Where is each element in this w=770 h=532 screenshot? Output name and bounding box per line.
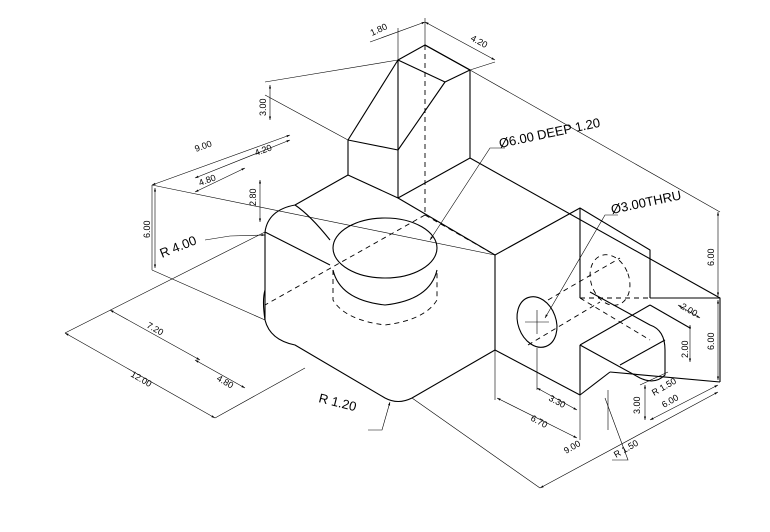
callout-thru-hole: Ø3.00THRU	[610, 187, 683, 217]
hidden-lines	[264, 45, 651, 341]
dim-3-30: 3.30	[547, 393, 567, 410]
dim-3-00-bottom: 3.00	[632, 396, 642, 414]
dim-4-80-bottom: 4.80	[215, 373, 235, 390]
dim-4-20-left: 4.20	[253, 142, 273, 157]
callout-radius-1-20: R 1.20	[317, 390, 358, 414]
dim-6-00-bottom: 6.00	[660, 392, 680, 409]
callout-large-hole: Ø6.00 DEEP 1.20	[498, 115, 602, 151]
dim-1-80: 1.80	[369, 21, 389, 37]
dimension-lines	[64, 18, 721, 489]
base-body	[262, 157, 721, 403]
dimension-labels: 1.80 4.20 3.00 9.00 4.20 4.80 2.80 6.00 …	[129, 21, 716, 459]
thru-hole	[516, 254, 631, 348]
dim-9-00-left: 9.00	[193, 138, 213, 153]
dim-9-00-bottom: 9.00	[562, 438, 582, 455]
dim-12-00: 12.00	[129, 369, 154, 389]
top-block	[347, 44, 471, 199]
callout-radius-4: R 4.00	[158, 233, 199, 261]
part-geometry	[262, 44, 721, 403]
dim-6-00-left: 6.00	[142, 220, 152, 238]
dim-2-80: 2.80	[248, 188, 258, 206]
callout-labels: Ø6.00 DEEP 1.20 Ø3.00THRU R 4.00 R 1.20	[158, 115, 683, 414]
dim-r-1-50-b: R 1.50	[612, 438, 640, 460]
large-hole	[332, 217, 438, 326]
dim-2-00-b: 2.00	[680, 340, 690, 358]
dim-3-00-top: 3.00	[258, 98, 268, 116]
dim-6-00-right-lower: 6.00	[706, 332, 716, 350]
dim-6-70: 6.70	[529, 413, 549, 430]
dim-6-00-right-upper: 6.00	[706, 248, 716, 266]
dim-4-80-left: 4.80	[197, 172, 217, 187]
